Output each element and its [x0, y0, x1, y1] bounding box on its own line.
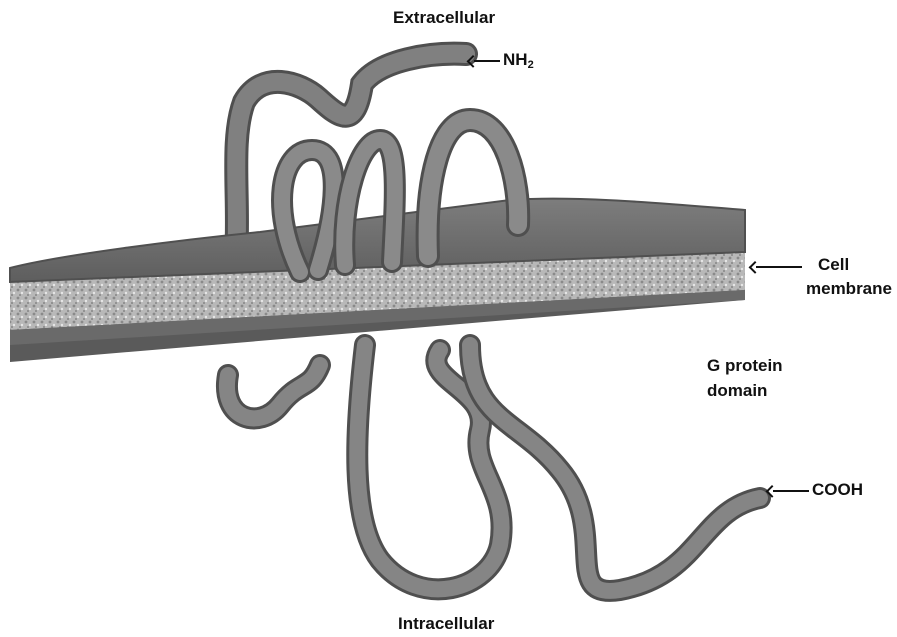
- label-nh2: NH2: [503, 50, 534, 75]
- label-nh2-main: NH: [503, 50, 528, 69]
- label-cooh: COOH: [812, 480, 863, 500]
- label-cell-membrane-line2: membrane: [806, 279, 892, 299]
- arrow-cooh: [773, 490, 809, 492]
- label-g-protein-line2: domain: [707, 381, 767, 401]
- label-extracellular: Extracellular: [393, 8, 495, 28]
- cell-membrane: [10, 199, 745, 362]
- arrow-cell-membrane: [756, 266, 802, 268]
- arrow-nh2: [474, 60, 500, 62]
- label-nh2-subscript: 2: [528, 59, 534, 71]
- label-intracellular: Intracellular: [398, 614, 494, 634]
- label-cell-membrane-line1: Cell: [818, 255, 849, 275]
- label-g-protein-line1: G protein: [707, 356, 783, 376]
- intracellular-loops: [227, 345, 760, 591]
